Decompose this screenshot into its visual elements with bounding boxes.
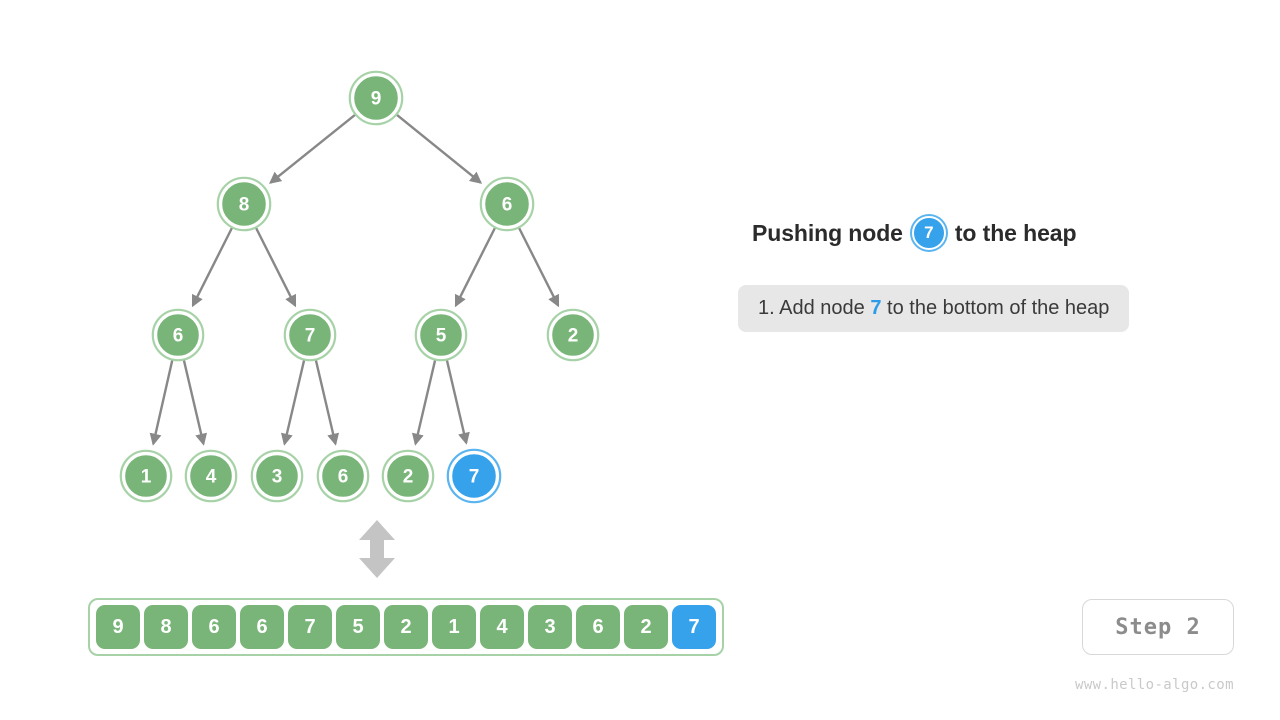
tree-edge	[191, 227, 233, 308]
step-text-before: 1. Add node	[758, 297, 865, 319]
up-down-arrow-icon	[359, 520, 395, 578]
tree-node-ring	[216, 176, 272, 232]
tree-edge	[255, 227, 297, 308]
tree-node-ring	[446, 448, 502, 504]
heap-tree-diagram: 9 8 6 6 7 5 2 1 4 3 6 2 7	[119, 70, 600, 504]
array-cell: 7	[672, 605, 716, 649]
tree-edges	[149, 113, 560, 446]
tree-edge	[280, 360, 306, 446]
tree-node-disc	[482, 179, 532, 229]
tree-node-ring	[250, 449, 304, 503]
tree-node-ring	[414, 308, 468, 362]
tree-node: 6	[479, 176, 535, 232]
tree-node: 3	[250, 449, 304, 503]
tree-node-label: 6	[502, 195, 513, 216]
array-cell: 2	[384, 605, 428, 649]
tree-node: 6	[151, 308, 205, 362]
array-cell: 9	[96, 605, 140, 649]
tree-node-label: 8	[239, 195, 250, 216]
tree-node-ring	[348, 70, 404, 126]
array-cell: 3	[528, 605, 572, 649]
tree-node: 6	[316, 449, 370, 503]
tree-edge	[269, 113, 356, 184]
tree-node-disc	[384, 452, 432, 500]
tree-node-disc	[219, 179, 269, 229]
array-cell: 1	[432, 605, 476, 649]
tree-edge	[396, 114, 483, 184]
watermark: www.hello-algo.com	[1075, 677, 1234, 693]
array-cell: 7	[288, 605, 332, 649]
tree-node-disc	[449, 451, 499, 501]
tree-node: 9	[348, 70, 404, 126]
tree-node-ring	[546, 308, 600, 362]
tree-node-ring	[151, 308, 205, 362]
tree-nodes: 9 8 6 6 7 5 2 1 4 3 6 2 7	[119, 70, 600, 504]
tree-node-disc	[187, 452, 235, 500]
tree-node: 2	[546, 308, 600, 362]
tree-node-disc	[286, 311, 334, 359]
tree-node: 7	[446, 448, 502, 504]
tree-edge	[445, 360, 470, 445]
tree-node-ring	[283, 308, 337, 362]
step-text-after: to the bottom of the heap	[887, 297, 1110, 319]
tree-node-disc	[154, 311, 202, 359]
tree-node-label: 7	[469, 467, 480, 488]
tree-node-disc	[549, 311, 597, 359]
array-cell: 8	[144, 605, 188, 649]
tree-node-ring	[479, 176, 535, 232]
info-panel: Pushing node 7 to the heap 1. Add node 7…	[738, 0, 1280, 720]
tree-node-label: 6	[173, 326, 184, 347]
tree-edge	[454, 227, 496, 308]
array-cell: 6	[192, 605, 236, 649]
tree-node-disc	[122, 452, 170, 500]
tree-node-label: 5	[436, 326, 447, 347]
tree-edge	[314, 360, 340, 446]
tree-node-ring	[316, 449, 370, 503]
tree-node: 7	[283, 308, 337, 362]
tree-node-ring	[184, 449, 238, 503]
tree-node: 5	[414, 308, 468, 362]
tree-node-disc	[417, 311, 465, 359]
tree-node: 8	[216, 176, 272, 232]
headline-node-badge: 7	[911, 216, 946, 250]
tree-edge	[182, 360, 208, 446]
headline-prefix: Pushing node	[752, 219, 903, 246]
array-cell: 6	[240, 605, 284, 649]
tree-node-disc	[319, 452, 367, 500]
tree-node-label: 4	[206, 467, 217, 488]
tree-node-label: 3	[272, 467, 283, 488]
array-cell: 6	[576, 605, 620, 649]
tree-node-disc	[253, 452, 301, 500]
step-description: 1. Add node 7 to the bottom of the heap	[738, 285, 1130, 332]
tree-node-label: 6	[338, 467, 349, 488]
headline: Pushing node 7 to the heap	[752, 216, 1077, 250]
tree-node-label: 2	[568, 326, 579, 347]
tree-node-label: 7	[305, 326, 316, 347]
headline-suffix: to the heap	[954, 219, 1077, 246]
step-counter-badge: Step 2	[1082, 599, 1234, 655]
tree-node: 2	[381, 449, 435, 503]
tree-node-disc	[351, 73, 401, 123]
tree-edge	[518, 227, 560, 308]
tree-edge	[149, 360, 174, 446]
array-cell: 4	[480, 605, 524, 649]
tree-node: 4	[184, 449, 238, 503]
tree-node-ring	[381, 449, 435, 503]
tree-node-label: 2	[403, 467, 414, 488]
tree-node-ring	[119, 449, 173, 503]
tree-edge	[411, 360, 437, 446]
step-highlight-value: 7	[870, 297, 882, 319]
tree-node: 1	[119, 449, 173, 503]
array-cell: 5	[336, 605, 380, 649]
tree-node-label: 9	[371, 89, 382, 110]
tree-node-label: 1	[141, 467, 152, 488]
array-cell: 2	[624, 605, 668, 649]
